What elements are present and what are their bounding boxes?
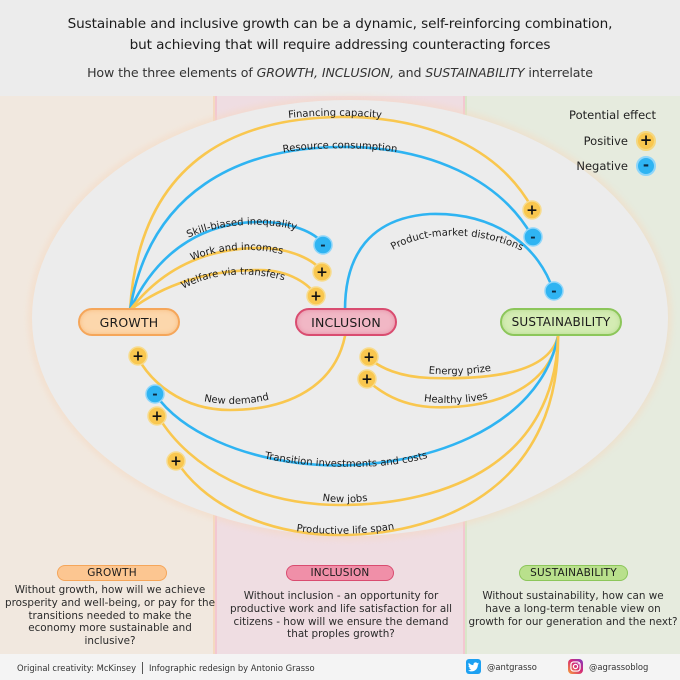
inclusion-tag: INCLUSION: [286, 565, 394, 581]
svg-text:+: +: [526, 203, 538, 219]
plus-icon: +: [147, 406, 167, 426]
plus-icon: +: [522, 200, 542, 220]
link-work: [128, 246, 324, 312]
credit-redesign: Infographic redesign by Antonio Grasso: [149, 663, 315, 673]
minus-icon: -: [544, 281, 564, 301]
minus-icon: -: [145, 384, 165, 404]
credits: Original creativity: McKinsey Infographi…: [17, 662, 315, 674]
subtitle-sustainability: SUSTAINABILITY: [425, 65, 525, 80]
legend-positive: Positive +: [569, 128, 656, 153]
plus-icon: +: [166, 451, 186, 471]
plus-icon: +: [357, 369, 377, 389]
link-label-financing: Financing capacity: [288, 108, 383, 121]
minus-icon: -: [523, 227, 543, 247]
link-label-demand: New demand: [203, 392, 270, 407]
svg-text:+: +: [361, 372, 373, 388]
svg-text:+: +: [316, 265, 328, 281]
link-welfare: [128, 268, 318, 312]
plus-icon: +: [359, 347, 379, 367]
effect-badges: + - - + + - + + + - + +: [128, 200, 564, 471]
legend-negative: Negative -: [569, 153, 656, 178]
subtitle-suffix: interrelate: [524, 65, 593, 80]
plus-icon: +: [636, 130, 656, 151]
twitter-icon: [466, 659, 481, 674]
link-label-jobs: New jobs: [322, 493, 368, 506]
svg-text:+: +: [363, 350, 375, 366]
link-curves: [128, 115, 560, 537]
sustainability-description: Without sustainability, how can we have …: [468, 590, 678, 628]
link-label-energy: Energy prize: [428, 363, 492, 377]
sustainability-tag: SUSTAINABILITY: [519, 565, 628, 581]
subtitle-and: and: [394, 65, 426, 80]
page-title: Sustainable and inclusive growth can be …: [0, 14, 680, 56]
link-healthy: [365, 334, 560, 409]
node-sustainability: SUSTAINABILITY: [500, 308, 622, 336]
title-line-2: but achieving that will require addressi…: [129, 37, 551, 53]
page-subtitle: How the three elements of GROWTH, INCLUS…: [0, 65, 680, 80]
legend-positive-label: Positive: [583, 133, 628, 148]
twitter-link[interactable]: @antgrasso: [466, 659, 537, 674]
legend: Potential effect Positive + Negative -: [569, 108, 656, 178]
plus-icon: +: [306, 286, 326, 306]
footer: Original creativity: McKinsey Infographi…: [0, 654, 680, 680]
svg-text:+: +: [132, 349, 144, 365]
link-lifespan: [174, 334, 560, 537]
instagram-link[interactable]: @agrassoblog: [568, 659, 648, 674]
title-line-1: Sustainable and inclusive growth can be …: [67, 16, 613, 32]
credit-separator: [142, 662, 144, 674]
inclusion-description: Without inclusion - an opportunity for p…: [230, 590, 452, 641]
link-demand: [136, 334, 347, 412]
link-transition: [153, 334, 560, 467]
growth-description: Without growth, how will we achieve pros…: [5, 584, 215, 648]
instagram-handle: @agrassoblog: [589, 661, 649, 672]
svg-text:-: -: [152, 388, 157, 403]
svg-text:-: -: [320, 239, 325, 254]
link-financing: [128, 115, 534, 312]
credit-original: Original creativity: McKinsey: [17, 663, 137, 673]
minus-icon: -: [636, 155, 656, 176]
header: Sustainable and inclusive growth can be …: [0, 0, 680, 96]
growth-tag: GROWTH: [57, 565, 167, 581]
svg-text:+: +: [151, 409, 163, 425]
svg-text:+: +: [170, 454, 182, 470]
legend-title: Potential effect: [569, 108, 656, 122]
subtitle-prefix: How the three elements of: [87, 65, 257, 80]
twitter-handle: @antgrasso: [487, 661, 537, 672]
subtitle-growth: GROWTH,: [256, 65, 318, 80]
link-jobs: [156, 334, 560, 507]
minus-icon: -: [313, 235, 333, 255]
node-inclusion: INCLUSION: [295, 308, 397, 336]
plus-icon: +: [128, 346, 148, 366]
svg-text:-: -: [551, 285, 556, 300]
link-label-resource: Resource consumption: [282, 140, 398, 155]
svg-text:-: -: [530, 231, 535, 246]
subtitle-inclusion: INCLUSION,: [321, 65, 395, 80]
link-product: [343, 212, 555, 312]
svg-text:+: +: [310, 289, 322, 305]
link-energy: [367, 334, 560, 380]
link-skill: [128, 220, 325, 312]
link-resource: [128, 145, 534, 312]
node-growth: GROWTH: [78, 308, 180, 336]
instagram-icon: [568, 659, 583, 674]
legend-negative-label: Negative: [576, 158, 628, 173]
plus-icon: +: [312, 262, 332, 282]
